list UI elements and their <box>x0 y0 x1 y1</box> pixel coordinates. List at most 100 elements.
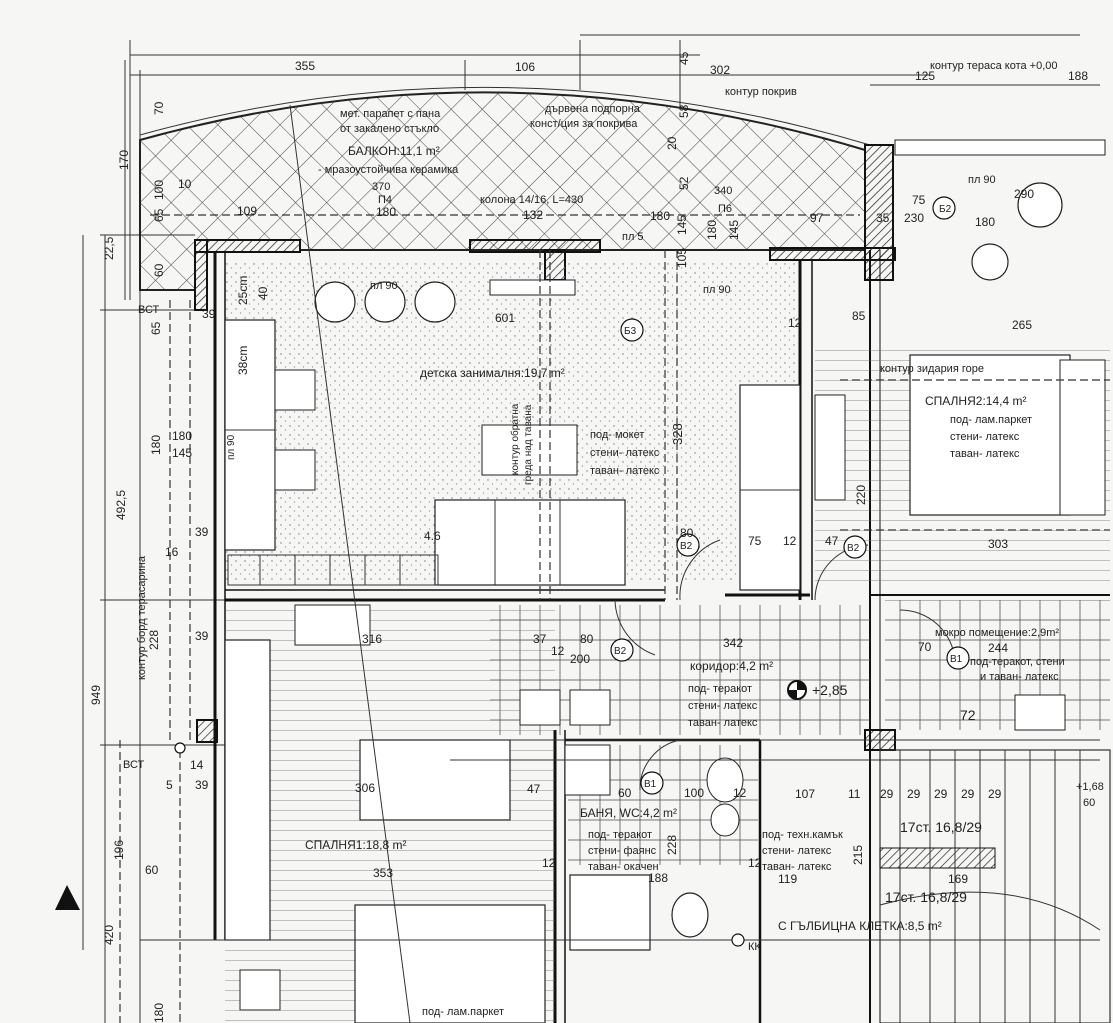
dim-12d: 12 <box>733 786 747 800</box>
dim-230a: 230 <box>904 211 924 225</box>
b2-tag-3: В2 <box>847 543 860 554</box>
dim-12e: 12 <box>542 856 556 870</box>
dim-107: 107 <box>795 787 815 801</box>
kids-room-furniture <box>224 279 801 591</box>
dim-20: 20 <box>665 136 679 150</box>
dim-29b: 29 <box>907 787 921 801</box>
dim-180b: 180 <box>650 209 670 223</box>
wet-room-floor <box>885 600 1110 730</box>
dim-left-420: 420 <box>102 925 116 945</box>
dim-328: 328 <box>670 423 685 445</box>
dim-290: 290 <box>1014 187 1034 201</box>
dim-10: 10 <box>178 177 192 191</box>
parapet-label-1: мет. парапет с пана <box>340 108 441 120</box>
dim-303: 303 <box>988 537 1008 551</box>
b2-tag-4: В2 <box>614 646 627 657</box>
dim-80a: 80 <box>680 526 694 540</box>
stairs-label-2: 17ст. 16,8/29 <box>885 889 967 905</box>
dim-35b: 105 <box>675 248 689 268</box>
p6-val: 340 <box>714 185 732 197</box>
b1-tag-1: В1 <box>950 654 963 665</box>
bath-floor-finish: под- теракот <box>588 829 652 841</box>
tech-floor-finish: под- техн.камък <box>762 829 843 841</box>
dim-60d: 60 <box>1083 797 1095 809</box>
support-label-2: конст/ция за покрива <box>530 118 638 130</box>
dim-11: 11 <box>848 787 861 801</box>
b2-tag-1: Б2 <box>939 204 952 215</box>
bath-label: БАНЯ, WC:4,2 m² <box>580 806 677 820</box>
section-triangle-icon <box>55 885 80 910</box>
dim-top-45: 45 <box>677 51 691 65</box>
dim-132: 132 <box>523 208 543 222</box>
level-marker-icon <box>787 680 807 700</box>
dim-97: 97 <box>810 211 824 225</box>
dim-29c: 29 <box>934 787 948 801</box>
dim-left-65b: 65 <box>149 321 163 335</box>
dim-top-188: 188 <box>1068 69 1088 83</box>
dimension-numbers: 355 106 302 45 125 188 70 170 100 65 22,… <box>89 51 1104 1023</box>
dim-left-60b: 60 <box>145 863 159 877</box>
parapet-label-2: от закалено стъкло <box>340 123 439 135</box>
kids-room-label: детска занималня:19,7 m² <box>420 366 565 380</box>
stairs-label-1: 17ст. 16,8/29 <box>900 819 982 835</box>
dim-39a: 39 <box>202 307 216 321</box>
terrace-contour-label: контур тераса кота +0,00 <box>930 60 1058 72</box>
dim-39d: 39 <box>195 778 209 792</box>
reverse-beam-label-2: греда над тавана <box>523 404 534 485</box>
dim-left-14: 14 <box>190 758 204 772</box>
dim-70: 70 <box>918 640 932 654</box>
dim-left-180b: 180 <box>152 1003 166 1023</box>
bedroom2-label: СПАЛНЯ2:14,4 m² <box>925 394 1026 408</box>
dim-200a: 200 <box>570 652 590 666</box>
staircase-steps <box>879 749 1111 1023</box>
dim-29a: 29 <box>880 787 894 801</box>
staircase-label: С ГЪЛБИЦНА КЛЕТКА:8,5 m² <box>778 919 942 933</box>
b2-tag-2: В2 <box>680 541 693 552</box>
floor-parket-label: под- лам.паркет <box>422 1006 504 1018</box>
pl90-label-3: пл 90 <box>968 174 996 186</box>
corridor-ceiling-finish: таван- латекс <box>688 717 758 729</box>
dim-29d: 29 <box>961 787 975 801</box>
dim-180a: 180 <box>376 205 396 219</box>
dim-left-949: 949 <box>89 685 103 705</box>
p4-tag: П4 <box>378 194 392 206</box>
column-label: колона 14/16, L=430 <box>480 194 583 206</box>
bst-label-2: ВСТ <box>123 759 145 771</box>
tech-walls-finish: стени- латекс <box>762 845 832 857</box>
p4-val: 370 <box>372 181 390 193</box>
dim-180d: 180 <box>172 429 192 443</box>
dim-188b: 188 <box>648 871 668 885</box>
support-label-1: дървена подпорна <box>545 103 641 115</box>
corridor-floor-finish: под- теракот <box>688 683 752 695</box>
dim-180c: 180 <box>975 215 995 229</box>
dim-342: 342 <box>723 636 743 650</box>
kids-walls-finish: стени- латекс <box>590 447 660 459</box>
dim-105: 180 <box>705 220 719 240</box>
dim-12b: 12 <box>783 534 797 548</box>
dim-47a: 47 <box>825 534 839 548</box>
dim-12f: 12 <box>748 856 762 870</box>
dim-169: 169 <box>948 872 968 886</box>
pl90-label-2: пл 90 <box>703 284 731 296</box>
dim-119: 119 <box>778 872 797 886</box>
dim-29e: 29 <box>988 787 1002 801</box>
opening-tags <box>174 196 970 947</box>
reverse-beam-label-1: контур обратна <box>509 403 521 475</box>
dim-80b: 80 <box>580 632 594 646</box>
left-dimension-lines <box>82 60 225 1023</box>
bath-fixtures <box>519 689 1066 951</box>
dim-left-16: 16 <box>165 545 179 559</box>
dim-145b: 145 <box>727 220 741 240</box>
masonry-contour-label: контур зидария горе <box>880 363 984 375</box>
dim-plus-1-68: +1,68 <box>1076 781 1104 793</box>
plan-labels: контур тераса кота +0,00 контур покрив м… <box>123 60 1065 1018</box>
corridor-walls-finish: стени- латекс <box>688 700 758 712</box>
bedroom2-walls-finish: стени- латекс <box>950 431 1020 443</box>
kids-floor-finish: под- мокет <box>590 429 644 441</box>
kids-ceiling-finish: таван- латекс <box>590 465 660 477</box>
balcony-parapet-curve <box>139 86 871 146</box>
pl90-side-label: пл 90 <box>226 434 237 460</box>
b3-tag: Б3 <box>624 326 637 337</box>
handwritten-mark: 72 <box>960 707 976 723</box>
